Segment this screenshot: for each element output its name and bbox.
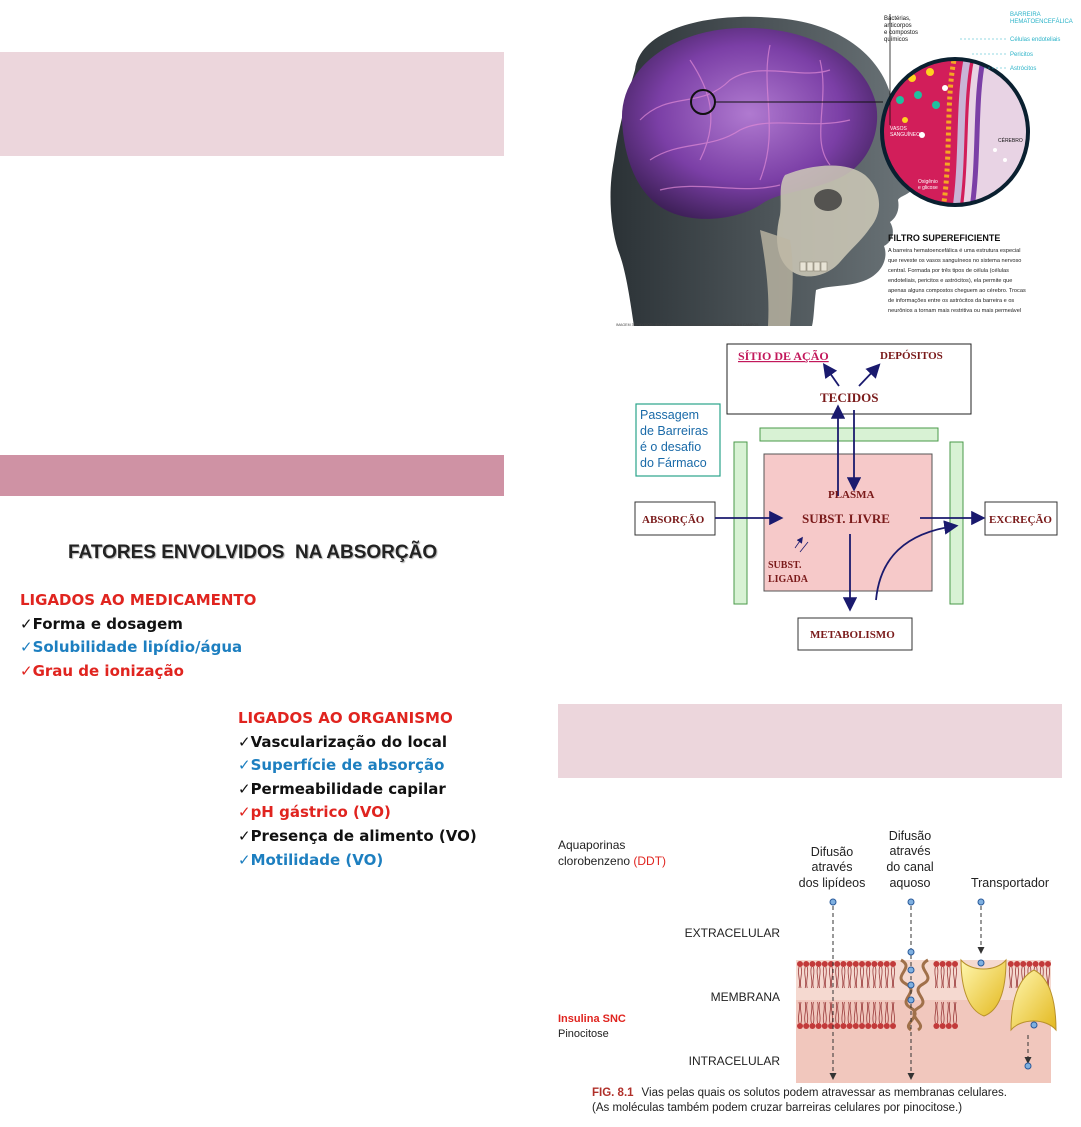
fig-caption-line: Vias pelas quais os solutos podem atrave… bbox=[642, 1087, 1007, 1099]
membrana-label: MEMBRANA bbox=[711, 990, 780, 1004]
label-oxigenio: Oxigênio bbox=[918, 179, 938, 185]
absorcao: ABSORÇÃO bbox=[642, 514, 705, 526]
label-pericitos: Pericitos bbox=[1010, 52, 1033, 58]
ddt-label: (DDT) bbox=[633, 854, 666, 868]
transporter-open-bottom bbox=[1010, 969, 1057, 1032]
drug-factor-item: ✓Grau de ionização bbox=[20, 661, 184, 680]
right-slide-band bbox=[558, 704, 1062, 778]
organism-factor-item: ✓Permeabilidade capilar bbox=[238, 779, 446, 798]
label-vasos: VASOS bbox=[890, 126, 908, 132]
label-compostos: e compostos bbox=[884, 30, 918, 36]
filtro-title: FILTRO SUPEREFICIENTE bbox=[888, 233, 1000, 243]
passagem-line: do Fármaco bbox=[640, 456, 707, 470]
intracelular-label: INTRACELULAR bbox=[689, 1054, 781, 1068]
depositos: DEPÓSITOS bbox=[880, 350, 943, 362]
col-transportador: Transportador bbox=[971, 876, 1049, 890]
label-astrocitos: Astrócitos bbox=[1010, 66, 1036, 72]
clorobenzeno-label: clorobenzeno bbox=[558, 854, 633, 868]
metabolismo: METABOLISMO bbox=[810, 629, 895, 641]
aquaporinas-label: Aquaporinas bbox=[558, 838, 625, 852]
excrecao: EXCREÇÃO bbox=[989, 514, 1052, 526]
label-endoteliais: Células endoteliais bbox=[1010, 37, 1060, 43]
image-credit: IMAGEM 3DPHYSIOSCIENCE PHOTO LIBRARY INF… bbox=[616, 323, 759, 327]
col-canal-line: aquoso bbox=[889, 876, 930, 890]
label-anticorpos: anticorpos bbox=[884, 23, 912, 29]
drug-factors-header: LIGADOS AO MEDICAMENTO bbox=[20, 591, 257, 609]
organism-factor-item: ✓Presença de alimento (VO) bbox=[238, 826, 477, 845]
drug-factor-item: ✓Solubilidade lipídio/água bbox=[20, 638, 243, 657]
label-barreira: BARREIRA bbox=[1010, 12, 1041, 18]
passagem-line: Passagem bbox=[640, 408, 699, 422]
organism-factors-list: LIGADOS AO ORGANISMO ✓Vascularização do … bbox=[238, 707, 477, 872]
label-cerebro: CÉREBRO bbox=[998, 137, 1023, 144]
col-canal-line: Difusão bbox=[889, 829, 931, 843]
insulina-label: Insulina SNC bbox=[558, 1013, 626, 1025]
extracelular-label: EXTRACELULAR bbox=[685, 926, 781, 940]
subst-ligada: SUBST. bbox=[768, 560, 802, 571]
filtro-line: central. Formada por três tipos de célul… bbox=[888, 268, 1009, 274]
col-canal-line: através bbox=[890, 844, 931, 858]
skull-face bbox=[777, 165, 880, 277]
col-canal-line: do canal bbox=[886, 860, 933, 874]
organism-factor-item: ✓Motilidade (VO) bbox=[238, 850, 384, 869]
pk-diagram: SÍTIO DE AÇÃO DEPÓSITOS TECIDOS Passagem… bbox=[634, 343, 1058, 651]
svg-text:clorobenzeno (DDT): clorobenzeno (DDT) bbox=[558, 854, 666, 868]
col-lipideos-line: através bbox=[812, 860, 853, 874]
organism-factor-item: ✓pH gástrico (VO) bbox=[238, 803, 391, 822]
sitio-de-acao: SÍTIO DE AÇÃO bbox=[738, 349, 829, 363]
organism-factors-header: LIGADOS AO ORGANISMO bbox=[238, 709, 453, 727]
label-bacterias: Bactérias, bbox=[884, 16, 911, 22]
fig-caption-line: (As moléculas também podem cruzar barrei… bbox=[592, 1102, 962, 1114]
label-sanguineos: SANGUÍNEOS bbox=[890, 131, 924, 138]
tecidos: TECIDOS bbox=[820, 390, 879, 405]
drug-factor-item: ✓Forma e dosagem bbox=[20, 614, 183, 633]
col-lipideos-line: dos lipídeos bbox=[799, 876, 866, 890]
subst-livre: SUBST. LIVRE bbox=[802, 511, 890, 526]
membrane-figure: Aquaporinas clorobenzeno (DDT) Insulina … bbox=[558, 829, 1057, 1114]
brain-infographic: Bactérias, anticorpos e compostos químic… bbox=[610, 12, 1073, 327]
filtro-line: endoteliais, pericitos e astrócitos), el… bbox=[888, 278, 1012, 284]
subst-ligada: LIGADA bbox=[768, 574, 809, 585]
drug-factors-list: LIGADOS AO MEDICAMENTO ✓Forma e dosagem … bbox=[20, 589, 256, 683]
filtro-line: que reveste os vasos sanguíneos no siste… bbox=[888, 258, 1021, 264]
label-quimicos: químicos bbox=[884, 37, 908, 43]
mid-left-slide-band bbox=[0, 455, 504, 496]
col-lipideos-line: Difusão bbox=[811, 845, 853, 859]
plasma: PLASMA bbox=[828, 489, 875, 501]
fig-label: FIG. 8.1 bbox=[592, 1087, 634, 1099]
absorption-title: FATORES ENVOLVIDOS NA ABSORÇÃO bbox=[68, 542, 438, 563]
passagem-line: de Barreiras bbox=[640, 424, 708, 438]
organism-factor-item: ✓Superfície de absorção bbox=[238, 756, 445, 775]
transporter-open-top bbox=[960, 958, 1007, 1017]
label-glicose: e glicose bbox=[918, 185, 938, 191]
label-hematoencefalica: HEMATOENCEFÁLICA bbox=[1010, 18, 1073, 25]
top-left-slide-band bbox=[0, 52, 504, 156]
organism-factor-item: ✓Vascularização do local bbox=[238, 732, 448, 751]
filtro-line: neurônios a tornam mais restritiva ou ma… bbox=[888, 308, 1021, 314]
pinocitose-label: Pinocitose bbox=[558, 1028, 609, 1040]
filtro-line: A barreira hematoencefálica é uma estrut… bbox=[888, 248, 1020, 254]
passagem-line: é o desafio bbox=[640, 440, 701, 454]
filtro-line: de informações entre os astrócitos da ba… bbox=[888, 298, 1014, 304]
filtro-line: apenas alguns compostos cheguem ao céreb… bbox=[888, 288, 1026, 294]
